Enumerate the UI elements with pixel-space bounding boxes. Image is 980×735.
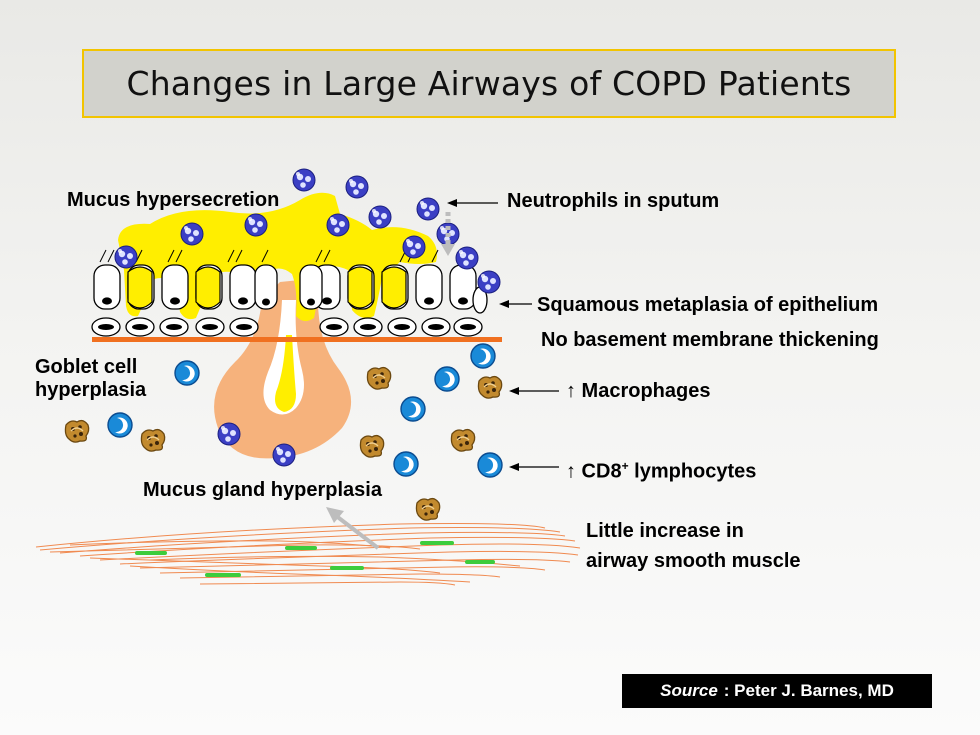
label-cd8-sup: + (621, 459, 629, 473)
grey-arrows (326, 212, 455, 550)
label-pointers (447, 199, 559, 471)
basement-membrane (92, 337, 502, 342)
label-cd8-prefix: ↑ CD8 (566, 460, 622, 483)
label-neutrophils: Neutrophils in sputum (507, 190, 720, 212)
label-cd8-suffix: lymphocytes (628, 460, 757, 483)
source-text: : Peter J. Barnes, MD (723, 681, 894, 700)
label-goblet-line2: hyperplasia (35, 379, 147, 401)
label-goblet-cell: Goblet cell hyperplasia (35, 356, 146, 402)
source-box: Source : Peter J. Barnes, MD (622, 674, 932, 708)
label-basement-membrane: No basement membrane thickening (541, 329, 879, 351)
label-muscle-line1: Little increase in (586, 520, 744, 542)
source-label: Source (660, 681, 718, 700)
mucus-gland (214, 280, 352, 459)
label-mucus-hypersecretion: Mucus hypersecretion (67, 189, 280, 211)
label-goblet-line1: Goblet cell (35, 356, 138, 378)
label-mucus-gland: Mucus gland hyperplasia (143, 479, 382, 501)
smooth-muscle (35, 523, 581, 586)
label-smooth-muscle: Little increase in airway smooth muscle (586, 516, 801, 576)
label-muscle-line2: airway smooth muscle (586, 550, 801, 572)
label-squamous-metaplasia: Squamous metaplasia of epithelium (537, 294, 879, 316)
page-title: Changes in Large Airways of COPD Patient… (126, 64, 852, 103)
label-macrophages: ↑ Macrophages (566, 380, 711, 402)
label-cd8-lymphocytes: ↑ CD8+ lymphocytes (566, 455, 756, 484)
title-box: Changes in Large Airways of COPD Patient… (82, 49, 896, 118)
